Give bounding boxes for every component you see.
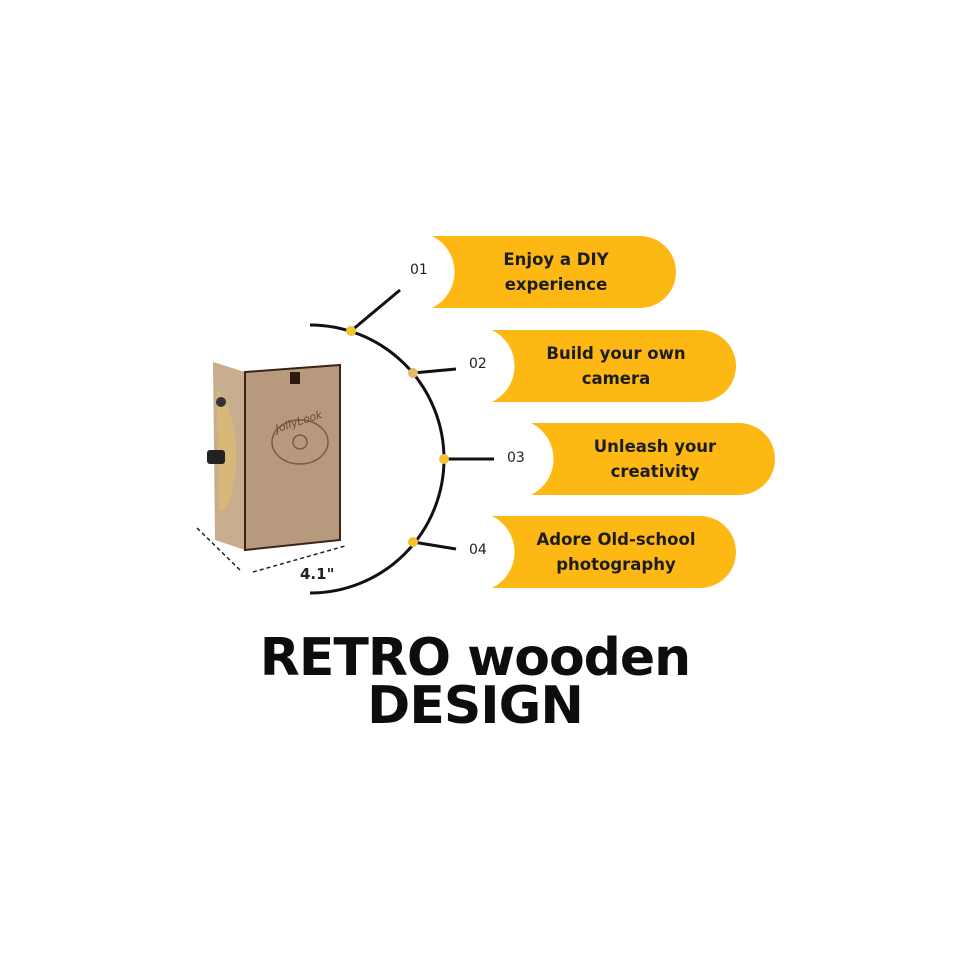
connector-04 [412,540,457,551]
dot-02 [408,368,418,378]
lens-icon [216,397,226,407]
feature-pill-01: Enjoy a DIY experience [426,236,676,308]
dot-03 [439,454,449,464]
crank-knob-icon [207,450,225,464]
feature-label-03: Unleash your creativity [593,437,717,481]
headline-line2: DESIGN [367,676,584,736]
feature-number-03: 03 [507,450,525,466]
feature-pill-03: Unleash your creativity [525,423,775,495]
wooden-camera-image: JollyLook [196,362,346,573]
feature-number-02: 02 [469,356,487,372]
feature-number-01: 01 [410,262,428,278]
connector-01 [350,288,401,333]
feature-number-04: 04 [469,542,487,558]
depth-arrow-icon [196,527,241,571]
connector-02 [412,367,457,375]
feature-label-01: Enjoy a DIY experience [503,250,609,294]
headline-line1: RETRO wooden [259,628,691,688]
dot-04 [408,537,418,547]
smiley-logo-icon [292,434,308,450]
dimension-label: 4.1" [300,565,335,583]
feature-pill-04: Adore Old-school photography [486,516,736,588]
dot-01 [346,326,356,336]
feature-label-02: Build your own camera [546,344,686,388]
feature-label-04: Adore Old-school photography [536,530,696,574]
width-arrow-icon [252,545,346,573]
feature-pill-02: Build your own camera [486,330,736,402]
